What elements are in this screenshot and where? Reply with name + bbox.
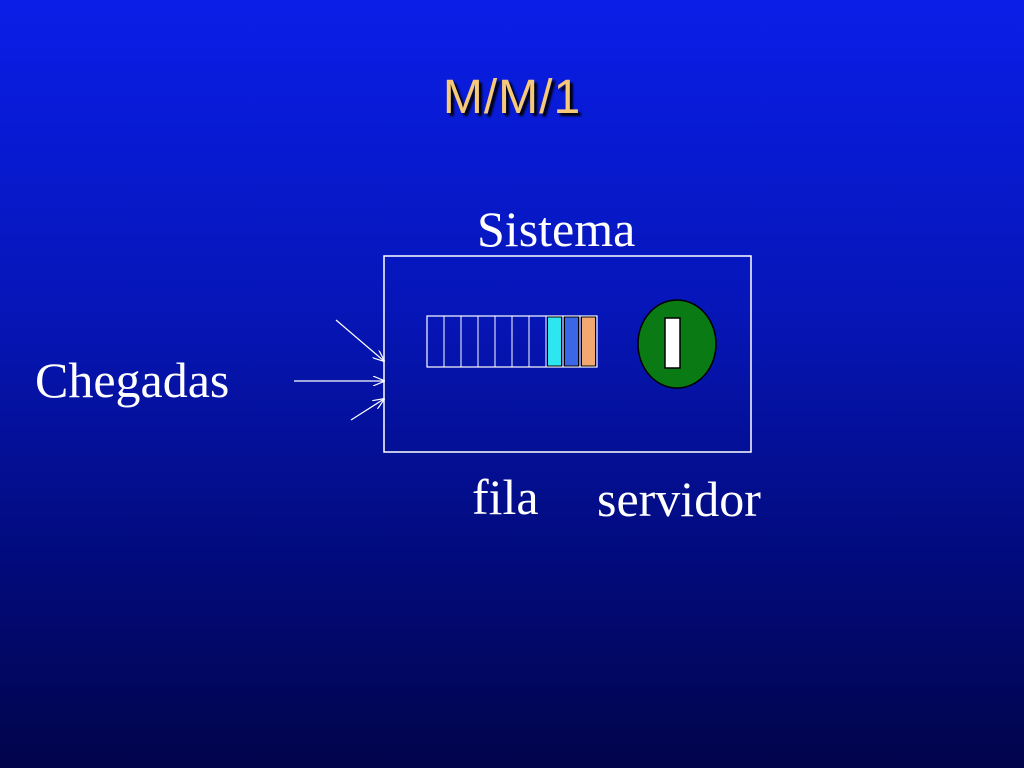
arrival-arrow-top bbox=[335, 319, 384, 361]
arrivals-label: Chegadas bbox=[35, 352, 230, 408]
system-label: Sistema bbox=[477, 201, 636, 257]
queue-buffer bbox=[426, 315, 598, 368]
queued-job bbox=[581, 316, 596, 367]
arrival-arrows bbox=[294, 319, 384, 421]
queue-label: fila bbox=[472, 469, 539, 525]
queued-job bbox=[547, 316, 562, 367]
job-in-service bbox=[664, 317, 681, 369]
queued-job bbox=[564, 316, 579, 367]
server-label: servidor bbox=[597, 471, 761, 527]
server bbox=[637, 299, 717, 389]
arrival-arrow-bottom bbox=[350, 399, 384, 421]
slide-title: M/M/1 bbox=[442, 71, 582, 124]
